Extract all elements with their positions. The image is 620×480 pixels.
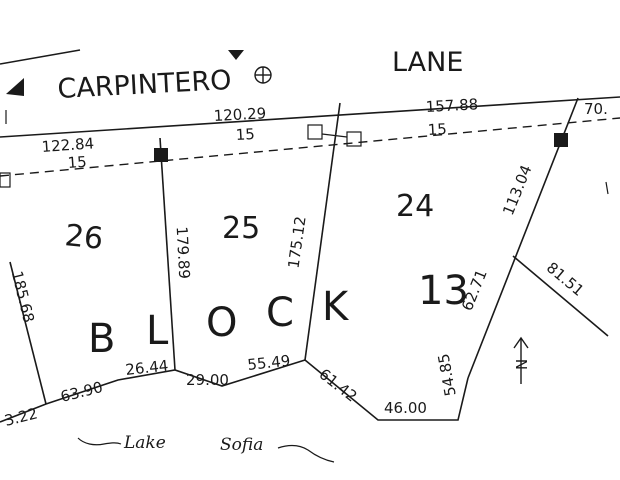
- dimension-185-68: 185.68: [8, 269, 38, 324]
- street-right-of-way-line: [0, 96, 620, 138]
- dimension-15-middle: 15: [235, 125, 255, 144]
- street-upper-line: [0, 49, 81, 65]
- dimension-175-12: 175.12: [284, 215, 309, 269]
- dimension-81-51: 81.51: [543, 258, 587, 299]
- lot-line-northeast-branch: [512, 255, 609, 337]
- lake-label-word-lake: Lake: [123, 433, 166, 453]
- block-letter-o: O: [206, 300, 237, 346]
- dimension-3-22: 3.22: [3, 404, 40, 430]
- lot-line-25-24: [304, 102, 341, 361]
- dimension-122-84: 122.84: [41, 134, 95, 156]
- dimension-70: 70.: [584, 100, 608, 118]
- lake-label-word-sofia: Sofia: [220, 435, 263, 455]
- lot-number-24: 24: [396, 189, 434, 224]
- dimension-61-42: 61.42: [316, 365, 361, 406]
- edge-tick-right: [605, 181, 609, 195]
- lake-squiggle-left: [77, 437, 122, 446]
- lot-line-west: [9, 261, 47, 405]
- dimension-157-88: 157.88: [425, 95, 478, 116]
- block-letter-c: C: [266, 290, 294, 336]
- lot-number-26: 26: [63, 218, 105, 257]
- crosshair-icon: [254, 66, 272, 84]
- dimension-15-west: 15: [67, 153, 87, 172]
- lot-number-25: 25: [222, 211, 260, 246]
- marker-link: [321, 133, 348, 138]
- street-name-carpintero: CARPINTERO: [57, 65, 232, 105]
- triangle-marker-top: [228, 50, 244, 60]
- dimension-55-49: 55.49: [247, 352, 292, 374]
- dimension-54-85: 54.85: [434, 352, 459, 397]
- dimension-29-00: 29.00: [186, 371, 229, 389]
- dimension-46-00: 46.00: [384, 399, 427, 417]
- triangle-marker-left: [6, 78, 24, 96]
- north-arrow-icon: N: [513, 336, 531, 384]
- dimension-113-04: 113.04: [499, 162, 535, 217]
- dimension-26-44: 26.44: [125, 357, 170, 379]
- open-marker-a: [307, 124, 323, 140]
- street-name-lane: LANE: [392, 47, 463, 78]
- dimension-120-29: 120.29: [213, 104, 266, 125]
- monument-marker-east: [554, 133, 568, 147]
- open-marker-b: [346, 131, 362, 147]
- utility-easement-line: [0, 117, 620, 177]
- block-letter-k: K: [322, 284, 350, 330]
- lot-line-26-25: [159, 137, 176, 371]
- dimension-179-89: 179.89: [173, 226, 194, 279]
- dimension-15-east: 15: [427, 120, 447, 139]
- north-arrow-label: N: [513, 359, 531, 370]
- dimension-63-90: 63.90: [59, 378, 105, 406]
- monument-marker-west: [154, 148, 168, 162]
- block-number: 13: [418, 268, 469, 314]
- lake-frontage-line: [0, 359, 469, 423]
- block-letter-l: L: [146, 308, 169, 354]
- edge-marker-west: [0, 172, 11, 188]
- block-letter-b: B: [88, 316, 115, 362]
- lake-squiggle-right: [277, 444, 335, 463]
